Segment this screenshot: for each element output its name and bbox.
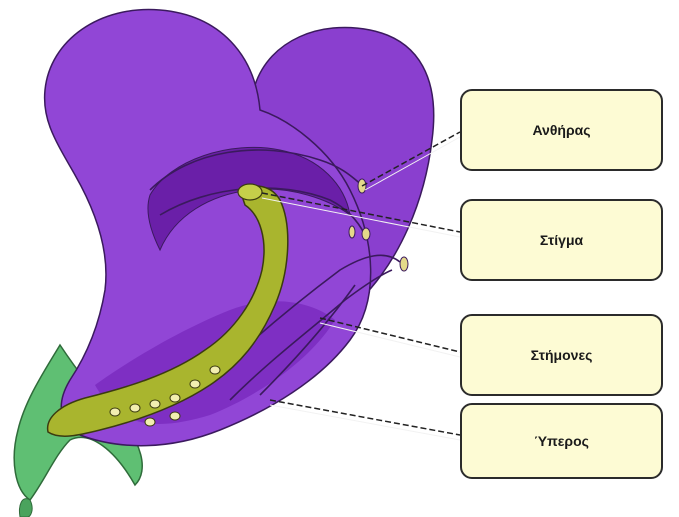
anther [362, 228, 370, 240]
label-stamens: Στήμονες [531, 347, 593, 363]
anther [400, 257, 408, 271]
leader-line-pistil [270, 400, 460, 435]
label-box-stamens: Στήμονες [460, 314, 663, 396]
anther [349, 226, 355, 238]
leader-line-pistil [270, 405, 460, 440]
label-box-stigma: Στίγμα [460, 199, 663, 281]
label-pistil: Ύπερος [534, 433, 589, 449]
label-stigma: Στίγμα [540, 232, 583, 248]
label-box-anther: Ανθήρας [460, 89, 663, 171]
label-box-pistil: Ύπερος [460, 403, 663, 479]
stigma [238, 184, 262, 200]
label-anther: Ανθήρας [532, 122, 590, 138]
